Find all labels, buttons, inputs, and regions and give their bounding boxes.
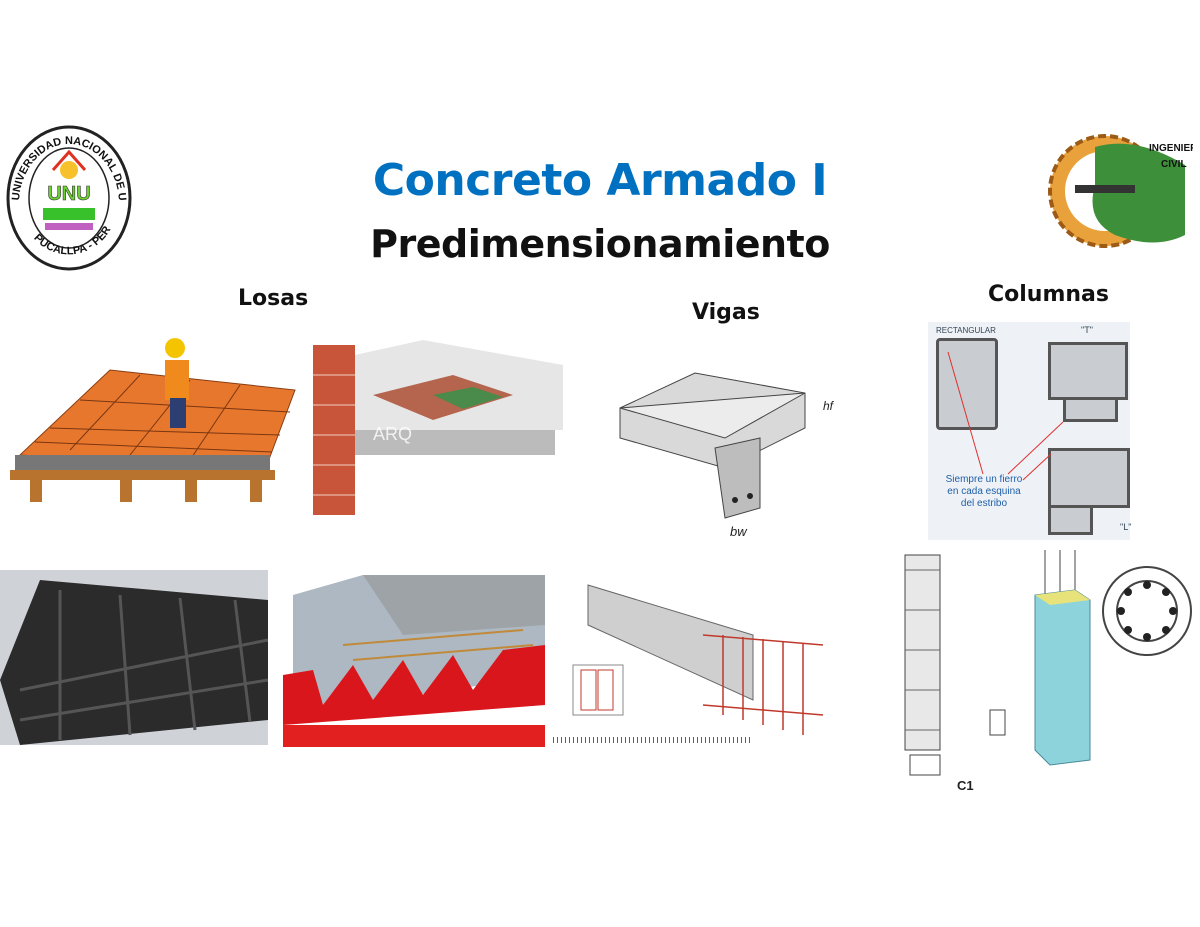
corner-bar-note: Siempre un fierro en cada esquina del es… — [934, 474, 1034, 510]
page-title: Concreto Armado I — [372, 155, 828, 206]
page-subtitle: Predimensionamiento — [370, 222, 830, 266]
t-beam-sketch-image: bw hf — [605, 368, 845, 553]
section-label-columnas: Columnas — [988, 282, 1109, 307]
rectangular-column-section — [936, 338, 998, 430]
svg-text:INGENIERÍA: INGENIERÍA — [1149, 141, 1193, 154]
circular-column-section — [1100, 565, 1195, 657]
section-label-losas: Losas — [238, 286, 309, 311]
l-column-leg — [1048, 505, 1093, 535]
column-tag: C1 — [957, 778, 974, 792]
university-logo: UNIVERSIDAD NACIONAL DE UCAYALI PUCALLPA… — [5, 124, 133, 272]
unu-initials: UNU — [47, 183, 90, 205]
hf-label: hf — [823, 399, 835, 413]
watermark-text: ARQ — [373, 424, 412, 444]
note-line: en cada esquina — [947, 486, 1021, 497]
column-detail-drawing: C1 — [875, 550, 1020, 792]
t-column-web — [1063, 397, 1118, 422]
column-3d-rebar-image — [1020, 550, 1098, 768]
note-line: Siempre un fierro — [945, 474, 1023, 485]
slab-wall-section-image: ARQ — [313, 335, 565, 515]
column-types-diagram: RECTANGULAR "T" "L" Siempre un fierro en… — [928, 322, 1132, 540]
engineering-logo: INGENIERÍA CIVIL — [1045, 125, 1193, 257]
waffle-slab-image — [0, 570, 268, 745]
note-line: del estribo — [960, 498, 1008, 509]
t-column-section — [1048, 342, 1128, 400]
beam-rebar-cage-image — [553, 565, 831, 750]
rectangular-label: RECTANGULAR — [936, 326, 996, 335]
steel-deck-slab-image — [283, 575, 545, 747]
l-label: "L" — [1120, 522, 1132, 532]
svg-text:CIVIL: CIVIL — [1161, 159, 1187, 170]
section-label-vigas: Vigas — [692, 300, 760, 325]
slab-rebar-worker-image — [10, 330, 298, 502]
t-label: "T" — [1081, 325, 1093, 335]
bw-label: bw — [730, 524, 748, 539]
